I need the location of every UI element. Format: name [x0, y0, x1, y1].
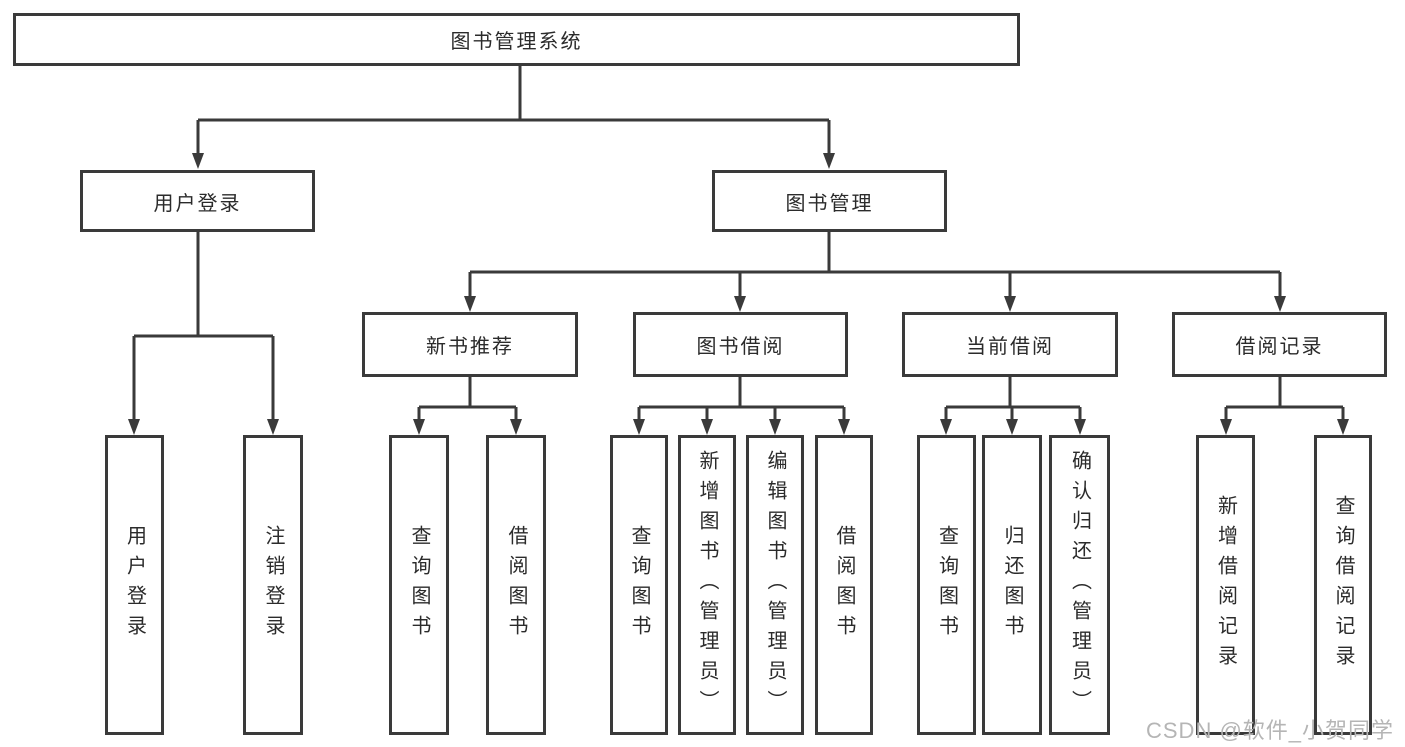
leaf-user-login-label: 用户登录 [123, 525, 146, 645]
leaf-add-books-admin-label: 新增图书（管理员） [696, 450, 718, 720]
leaf-borrow-query-books-label: 查询图书 [628, 525, 650, 645]
node-user-login-branch-label: 用户登录 [153, 192, 242, 215]
leaf-borrow-books: 借阅图书 [815, 435, 873, 735]
leaf-logout-label: 注销登录 [262, 525, 284, 645]
node-book-borrow-label: 图书借阅 [696, 336, 785, 358]
connector-user-login-split [128, 232, 279, 435]
node-library-system-label: 图书管理系统 [450, 31, 583, 53]
connector-current-borrow-split [940, 377, 1086, 435]
leaf-return-books-label: 归还图书 [1001, 525, 1023, 645]
node-borrow-records-label: 借阅记录 [1235, 336, 1324, 358]
leaf-borrow-query-books: 查询图书 [610, 435, 668, 735]
leaf-current-query-books-label: 查询图书 [935, 525, 958, 645]
leaf-query-borrow-record-label: 查询借阅记录 [1332, 495, 1354, 675]
node-new-book-recommend: 新书推荐 [362, 312, 578, 377]
node-book-borrow: 图书借阅 [633, 312, 848, 377]
connector-book-management-split [464, 232, 1286, 312]
leaf-add-books-admin: 新增图书（管理员） [678, 435, 736, 735]
leaf-recommend-query-books-label: 查询图书 [408, 525, 430, 645]
leaf-query-borrow-record: 查询借阅记录 [1314, 435, 1372, 735]
leaf-return-books: 归还图书 [982, 435, 1042, 735]
node-new-book-recommend-label: 新书推荐 [426, 336, 514, 358]
leaf-user-login: 用户登录 [105, 435, 164, 735]
leaf-current-query-books: 查询图书 [917, 435, 976, 735]
connector-book-borrow-split [633, 377, 850, 435]
node-book-management-label: 图书管理 [785, 192, 874, 215]
node-current-borrow-label: 当前借阅 [966, 336, 1054, 358]
connector-new-book-recommend-split [413, 377, 522, 435]
node-borrow-records: 借阅记录 [1172, 312, 1387, 377]
leaf-add-borrow-record: 新增借阅记录 [1196, 435, 1255, 735]
csdn-watermark: CSDN @软件_小贺同学 [1146, 718, 1395, 743]
leaf-recommend-borrow-books: 借阅图书 [486, 435, 546, 735]
node-current-borrow: 当前借阅 [902, 312, 1118, 377]
leaf-edit-books-admin-label: 编辑图书（管理员） [764, 450, 786, 720]
leaf-recommend-borrow-books-label: 借阅图书 [505, 525, 527, 645]
leaf-edit-books-admin: 编辑图书（管理员） [746, 435, 804, 735]
leaf-recommend-query-books: 查询图书 [389, 435, 449, 735]
leaf-confirm-return-admin: 确认归还（管理员） [1049, 435, 1110, 735]
leaf-logout: 注销登录 [243, 435, 303, 735]
leaf-add-borrow-record-label: 新增借阅记录 [1214, 495, 1237, 675]
node-user-login-branch: 用户登录 [80, 170, 315, 232]
node-library-system: 图书管理系统 [13, 13, 1020, 66]
leaf-borrow-books-label: 借阅图书 [833, 525, 855, 645]
node-book-management: 图书管理 [712, 170, 947, 232]
connector-borrow-records-split [1220, 377, 1349, 435]
connector-root-split [192, 66, 835, 169]
leaf-confirm-return-admin-label: 确认归还（管理员） [1068, 450, 1091, 720]
